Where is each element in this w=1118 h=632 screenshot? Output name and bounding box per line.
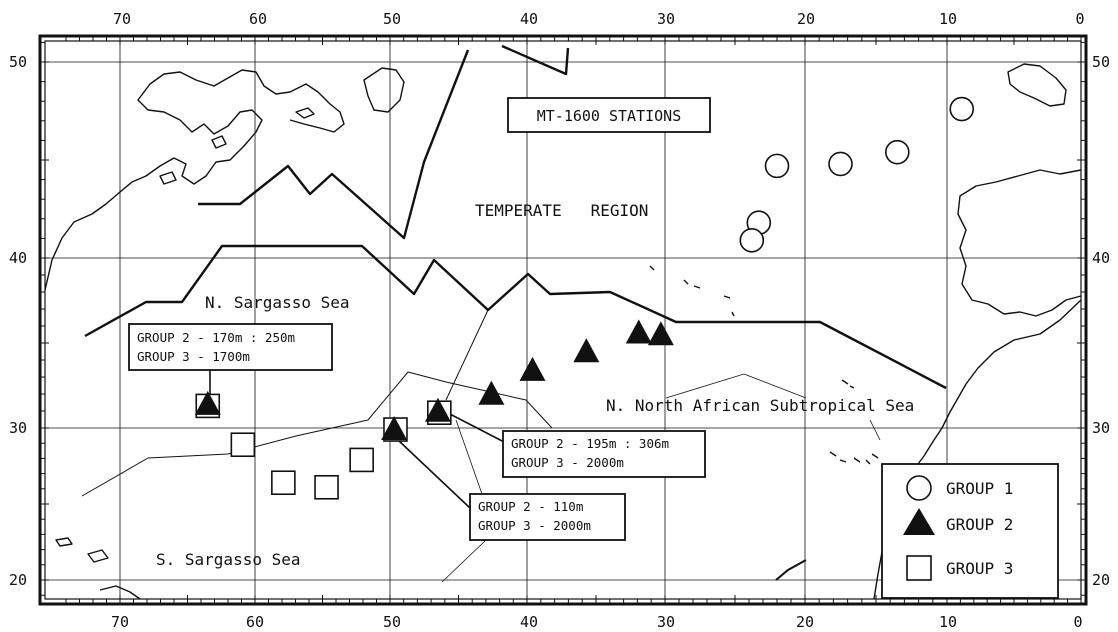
lon-label-top-20: 20 [797, 10, 815, 28]
south-callout-leader [397, 439, 471, 509]
stations-group-3 [195, 393, 452, 500]
longitude-labels-top: 70 60 50 40 30 20 10 0 [113, 10, 1085, 28]
south-callout-tail [441, 539, 487, 583]
region-label-s-sargasso: S. Sargasso Sea [156, 550, 301, 569]
stations-group-1 [739, 96, 975, 253]
lon-label-top-60: 60 [249, 10, 267, 28]
callout-west: GROUP 2 - 170m : 250m GROUP 3 - 1700m [128, 323, 333, 371]
legend: GROUP 1 GROUP 2 GROUP 3 [881, 463, 1059, 599]
lon-label-bottom-60: 60 [246, 613, 264, 631]
south-boundary-fragment [775, 559, 807, 581]
map-title: MT-1600 STATIONS [537, 107, 682, 125]
lon-label-bottom-10: 10 [939, 613, 957, 631]
callout-middle-line2: GROUP 3 - 2000m [511, 455, 624, 470]
gulf-islands [159, 107, 315, 185]
legend-label-group3: GROUP 3 [946, 559, 1013, 578]
lat-label-right-20: 20 [1092, 571, 1110, 589]
lon-label-bottom-20: 20 [796, 613, 814, 631]
callout-south-frame [469, 493, 626, 541]
station-group3-square-2 [271, 470, 296, 496]
lat-label-right-50: 50 [1092, 53, 1110, 71]
lon-label-bottom-40: 40 [520, 613, 538, 631]
callout-south: GROUP 2 - 110m GROUP 3 - 2000m [469, 493, 626, 541]
lat-label-left-40: 40 [9, 249, 27, 267]
lon-label-bottom-70: 70 [111, 613, 129, 631]
latitude-labels-right: 50 40 30 20 [1092, 53, 1110, 589]
lon-label-bottom-50: 50 [383, 613, 401, 631]
temperate-region-southern-boundary [84, 244, 947, 390]
north-america-coast [44, 69, 345, 291]
station-group2-triangle-6 [381, 416, 408, 441]
north-african-label-leaders [665, 373, 881, 441]
station-group1-circle-0 [949, 96, 975, 122]
lat-label-left-30: 30 [9, 419, 27, 437]
lon-label-top-40: 40 [520, 10, 538, 28]
legend-triangle-icon [903, 508, 935, 535]
map-frame-outer [38, 34, 1088, 606]
temperate-region-northern-boundary [198, 49, 470, 240]
lon-label-bottom-0: 0 [1073, 613, 1082, 631]
n-sargasso-inner-boundary [445, 309, 489, 401]
longitude-labels-bottom: 70 60 50 40 30 20 10 0 [111, 613, 1083, 631]
lat-label-right-30: 30 [1092, 419, 1110, 437]
callout-west-line2: GROUP 3 - 1700m [137, 349, 250, 364]
lon-label-top-0: 0 [1075, 10, 1084, 28]
station-group3-square-4 [349, 447, 374, 473]
callout-south-line2: GROUP 3 - 2000m [478, 518, 591, 533]
frame-tick-marks [40, 36, 1086, 604]
callout-leaders [209, 370, 881, 583]
station-group1-circle-1 [884, 139, 910, 165]
station-group2-triangle-2 [573, 338, 600, 363]
callout-west-frame [128, 323, 333, 371]
top-boundary-fragment [501, 44, 570, 76]
map-title-frame [507, 97, 711, 133]
station-group2-triangle-7 [194, 390, 221, 415]
europe-coast [1007, 63, 1067, 107]
station-group2-triangle-0 [647, 321, 674, 346]
callout-middle: GROUP 2 - 195m : 306m GROUP 3 - 2000m [502, 430, 706, 478]
station-group2-triangle-4 [478, 380, 505, 405]
caribbean-islands [55, 537, 141, 600]
sargasso-subdivision-boundary [81, 371, 553, 497]
callout-middle-line1: GROUP 2 - 195m : 306m [511, 436, 669, 451]
legend-square-icon [906, 555, 932, 581]
newfoundland-coast [363, 67, 405, 113]
lat-label-left-50: 50 [9, 53, 27, 71]
lon-label-top-50: 50 [383, 10, 401, 28]
lon-label-top-70: 70 [113, 10, 131, 28]
map-title-box: MT-1600 STATIONS [507, 97, 711, 133]
region-label-n-sargasso: N. Sargasso Sea [205, 293, 350, 312]
station-group2-triangle-3 [519, 356, 546, 381]
callout-south-line1: GROUP 2 - 110m [478, 499, 583, 514]
madeira-canary-islands [829, 379, 879, 465]
legend-circle-icon [906, 475, 932, 501]
azores-islands [649, 265, 735, 317]
stations-group-2 [194, 319, 674, 441]
map-frame-inner [44, 40, 1082, 600]
callout-middle-frame [502, 430, 706, 478]
latitude-labels-left: 50 40 30 20 [9, 53, 27, 589]
region-boundaries [81, 44, 947, 497]
station-group1-circle-5 [739, 228, 765, 253]
lat-label-right-40: 40 [1092, 249, 1110, 267]
station-group1-circle-2 [828, 151, 853, 177]
lon-label-bottom-30: 30 [657, 613, 675, 631]
south-callout-leader-thin [455, 419, 483, 495]
legend-label-group2: GROUP 2 [946, 515, 1013, 534]
region-label-n-north-african: N. North African Subtropical Sea [606, 396, 914, 415]
lat-label-left-20: 20 [9, 571, 27, 589]
station-group2-triangle-5 [424, 397, 451, 422]
station-group1-circle-3 [764, 153, 790, 179]
lon-label-top-30: 30 [657, 10, 675, 28]
region-label-temperate: TEMPERATE REGION [475, 201, 648, 220]
station-group3-square-3 [314, 474, 339, 500]
lon-label-top-10: 10 [939, 10, 957, 28]
station-group2-triangle-1 [625, 319, 652, 344]
middle-callout-leader [445, 411, 509, 445]
station-group3-square-1 [230, 432, 256, 458]
iberia-coast [957, 169, 1082, 317]
callout-west-line1: GROUP 2 - 170m : 250m [137, 330, 295, 345]
legend-label-group1: GROUP 1 [946, 479, 1013, 498]
